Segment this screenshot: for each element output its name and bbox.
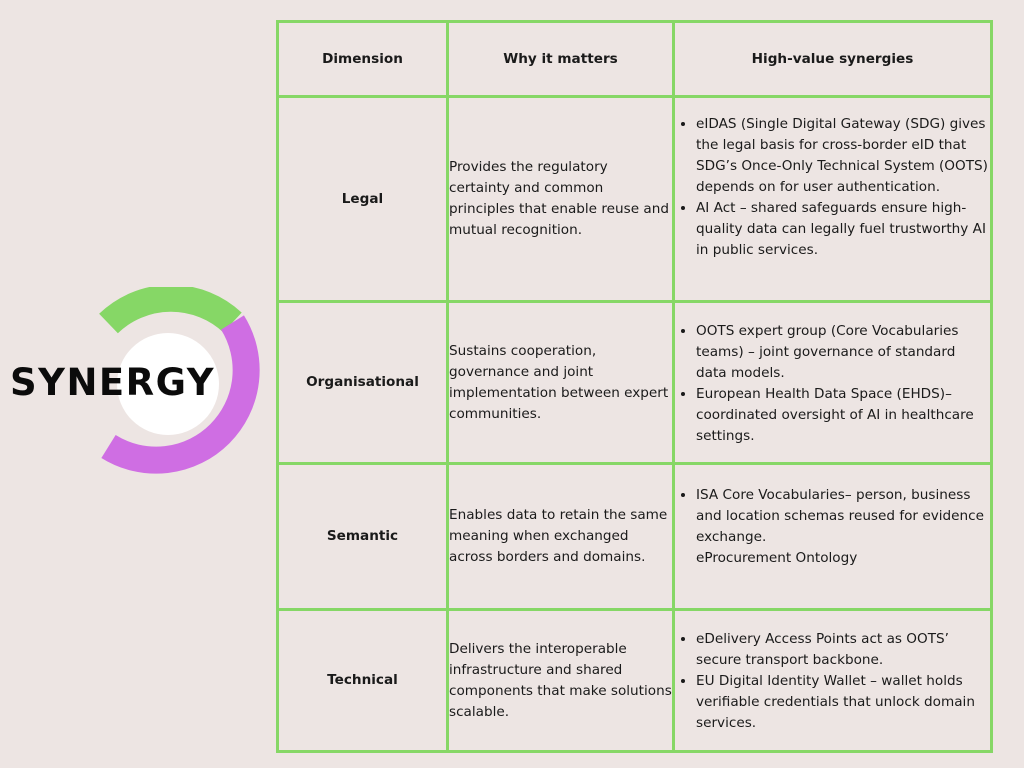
synergy-item: OOTS expert group (Core Vocabularies tea… bbox=[696, 321, 990, 384]
synergies-cell: eDelivery Access Points act as OOTS’ sec… bbox=[672, 608, 993, 753]
synergies-cell: ISA Core Vocabularies– person, business … bbox=[672, 462, 993, 611]
synergy-item: eDelivery Access Points act as OOTS’ sec… bbox=[696, 629, 990, 671]
synergy-ring-svg bbox=[99, 287, 260, 474]
table-row-legal: Legal Provides the regulatory certainty … bbox=[276, 95, 993, 303]
synergies-list: eIDAS (Single Digital Gateway (SDG) give… bbox=[675, 114, 990, 261]
why-cell: Delivers the interoperable infrastructur… bbox=[446, 608, 675, 753]
synergy-table: Dimension Why it matters High-value syne… bbox=[276, 20, 993, 753]
why-cell: Sustains cooperation, governance and joi… bbox=[446, 300, 675, 465]
purple-arc bbox=[101, 315, 260, 474]
dimension-cell: Legal bbox=[276, 95, 449, 303]
dimension-cell: Organisational bbox=[276, 300, 449, 465]
synergies-cell: eIDAS (Single Digital Gateway (SDG) give… bbox=[672, 95, 993, 303]
why-cell: Enables data to retain the same meaning … bbox=[446, 462, 675, 611]
synergy-title: SYNERGY bbox=[10, 361, 216, 404]
table-header-row: Dimension Why it matters High-value syne… bbox=[276, 20, 993, 98]
synergy-item: eIDAS (Single Digital Gateway (SDG) give… bbox=[696, 114, 990, 198]
green-arc bbox=[99, 287, 242, 334]
header-high-value-synergies: High-value synergies bbox=[672, 20, 993, 98]
synergy-item: European Health Data Space (EHDS)– coord… bbox=[696, 384, 990, 447]
header-why-it-matters: Why it matters bbox=[446, 20, 675, 98]
table-row-semantic: Semantic Enables data to retain the same… bbox=[276, 462, 993, 611]
inner-circle bbox=[117, 333, 219, 435]
synergies-cell: OOTS expert group (Core Vocabularies tea… bbox=[672, 300, 993, 465]
synergy-item: ISA Core Vocabularies– person, business … bbox=[696, 485, 990, 548]
why-cell: Provides the regulatory certainty and co… bbox=[446, 95, 675, 303]
synergy-ring-graphic bbox=[70, 287, 266, 483]
synergies-list: ISA Core Vocabularies– person, business … bbox=[675, 485, 990, 548]
synergy-extra-text: eProcurement Ontology bbox=[696, 550, 858, 566]
synergies-list: eDelivery Access Points act as OOTS’ sec… bbox=[675, 629, 990, 734]
table-row-organisational: Organisational Sustains cooperation, gov… bbox=[276, 300, 993, 465]
dimension-cell: Semantic bbox=[276, 462, 449, 611]
synergies-list: OOTS expert group (Core Vocabularies tea… bbox=[675, 321, 990, 447]
dimension-cell: Technical bbox=[276, 608, 449, 753]
header-dimension: Dimension bbox=[276, 20, 449, 98]
synergy-item: EU Digital Identity Wallet – wallet hold… bbox=[696, 671, 990, 734]
table-row-technical: Technical Delivers the interoperable inf… bbox=[276, 608, 993, 753]
synergy-item: AI Act – shared safeguards ensure high-q… bbox=[696, 198, 990, 261]
